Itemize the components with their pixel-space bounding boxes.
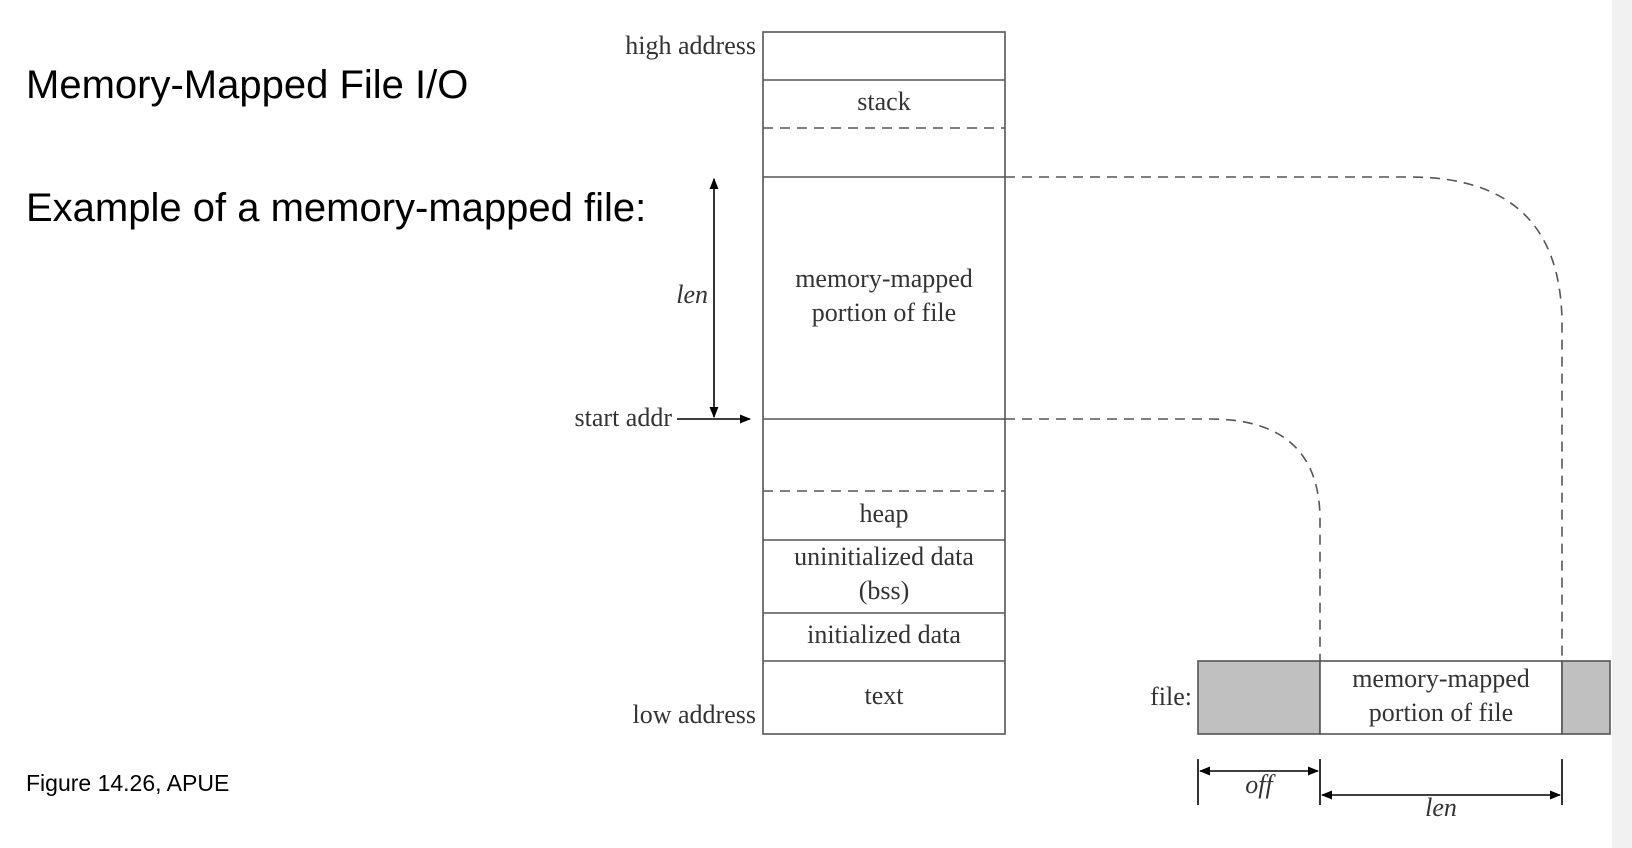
mapping-connector-top [1005,176,1563,661]
bss-label: (bss) [859,576,910,605]
file-bar [1197,660,1611,735]
side-labels: high address low address start addr len [575,31,756,729]
stack-label: stack [857,87,910,116]
mapped-region-label: memory-mapped [795,264,973,293]
bss-label: uninitialized data [794,542,974,571]
file-tail-region [1561,660,1611,735]
initialized-data-label: initialized data [807,620,961,649]
file-label: file: [1150,682,1192,711]
len-label: len [676,280,708,309]
text-segment-label: text [865,681,905,710]
figure-caption: Figure 14.26, APUE [26,770,230,796]
mapped-region-label: portion of file [812,298,956,327]
page-title: Memory-Mapped File I/O [26,63,469,107]
mapping-connectors [1005,176,1563,661]
memory-layout-column [762,31,1006,735]
memory-column-outline [762,31,1006,735]
mapping-connector-bottom [1005,418,1321,661]
segment-labels: stack memory-mapped portion of file heap… [794,87,974,710]
file-mapped-label: portion of file [1369,698,1513,727]
off-dimension-label: off [1245,770,1276,799]
page-subtitle: Example of a memory-mapped file: [26,186,647,230]
high-address-label: high address [625,31,756,60]
file-dimension-markers [1197,759,1563,805]
len-dimension-label: len [1425,793,1457,822]
start-addr-label: start addr [575,403,673,432]
low-address-label: low address [633,700,756,729]
file-offset-region [1197,660,1321,735]
heap-label: heap [859,499,908,528]
file-mapped-label: memory-mapped [1352,664,1530,693]
scrollbar-track[interactable] [1612,0,1632,848]
